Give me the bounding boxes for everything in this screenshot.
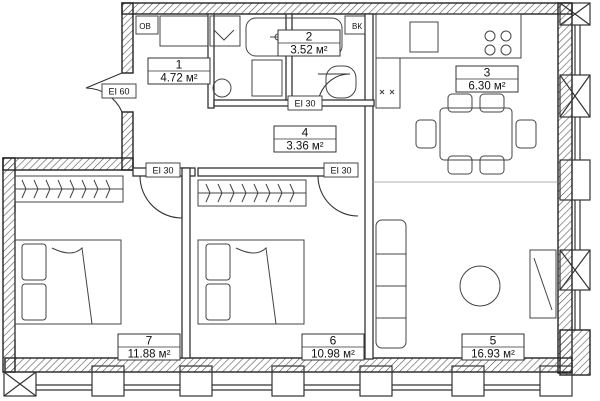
exterior-walls <box>2 2 591 376</box>
door-labels: EI 60 EI 30 EI 30 EI 30 <box>101 83 359 178</box>
room-area: 11.88 м² <box>128 349 171 361</box>
room-area: 6.30 м² <box>468 81 505 93</box>
svg-text:EI 30: EI 30 <box>152 166 173 176</box>
svg-text:EI 30: EI 30 <box>294 99 315 109</box>
room-label-1: 14.72 м² <box>147 57 211 85</box>
room-label-5: 516.93 м² <box>461 333 525 361</box>
bed-6 <box>197 239 305 325</box>
windows <box>3 2 591 397</box>
room-area: 3.52 м² <box>290 45 327 57</box>
room-label-2: 23.52 м² <box>277 29 341 57</box>
room-number: 7 <box>146 334 153 348</box>
room-label-7: 711.88 м² <box>117 333 181 361</box>
wardrobe-7 <box>14 175 124 203</box>
room-number: 3 <box>484 66 491 80</box>
room-label-4: 43.36 м² <box>273 125 337 153</box>
room-number: 4 <box>302 126 309 140</box>
fixture-label-ventilation-right: ВК <box>352 22 362 31</box>
sofa <box>375 219 407 349</box>
room-area: 3.36 м² <box>286 141 323 153</box>
hall-fixtures <box>135 15 366 47</box>
room-number: 2 <box>306 30 313 44</box>
room-number: 6 <box>330 334 337 348</box>
svg-text:EI 30: EI 30 <box>330 166 351 176</box>
fixture-label-ventilation-left: ОВ <box>139 22 151 31</box>
room-area: 10.98 м² <box>311 349 355 361</box>
room-number: 5 <box>490 334 497 348</box>
dining-set <box>415 93 537 175</box>
vanity-5 <box>529 249 557 319</box>
wardrobe-6 <box>197 179 307 207</box>
room-label-3: 36.30 м² <box>455 65 519 93</box>
round-table <box>459 265 501 307</box>
room-label-6: 610.98 м² <box>301 333 365 361</box>
fixture-labels: ОВ ВК <box>139 22 362 31</box>
door-rating-bedroom-6: EI 30 <box>323 162 359 178</box>
bed-7 <box>14 212 122 340</box>
door-rating-bathroom: EI 30 <box>287 95 323 111</box>
door-rating-entrance: EI 60 <box>101 83 137 99</box>
room-area: 4.72 м² <box>160 73 197 85</box>
svg-text:EI 60: EI 60 <box>108 87 129 97</box>
room-number: 1 <box>176 58 183 72</box>
door-rating-bedroom-7: EI 30 <box>145 162 181 178</box>
kitchen-counter <box>375 13 522 109</box>
room-area: 16.93 м² <box>471 349 515 361</box>
room-labels: 14.72 м² 23.52 м² 36.30 м² 43.36 м² 516.93 м… <box>117 29 525 361</box>
